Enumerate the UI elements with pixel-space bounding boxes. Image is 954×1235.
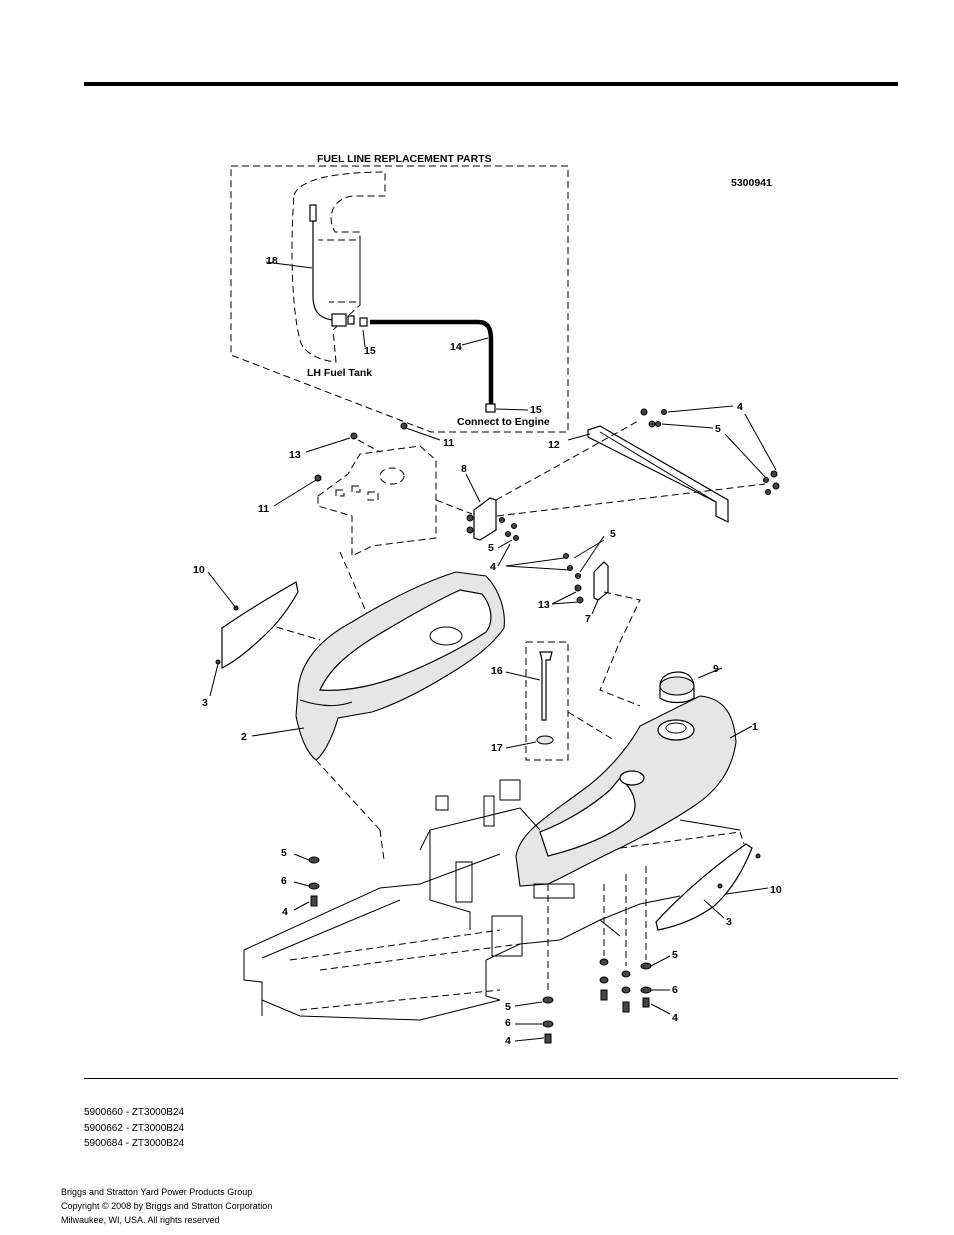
model-line: 5900684 - ZT3000B24 — [84, 1138, 185, 1149]
fuel-gauge-group: 16 17 — [491, 641, 615, 761]
callout-11-left: 11 — [258, 503, 269, 515]
fuel-line-inset: FUEL LINE REPLACEMENT PARTS 18 15 14 15 … — [230, 153, 569, 433]
footer-rule — [84, 1078, 898, 1079]
copyright-line: Copyright © 2008 by Briggs and Stratton … — [61, 1201, 273, 1211]
callout-2: 2 — [241, 731, 247, 743]
callout-18: 18 — [266, 255, 278, 267]
callout-16: 16 — [491, 665, 503, 677]
callout-6-lower-right: 6 — [672, 984, 678, 996]
drawing-number: 5300941 — [731, 177, 772, 189]
callout-6-lower-left: 6 — [281, 875, 287, 887]
callout-6-lower-center: 6 — [505, 1017, 511, 1029]
callout-11-upper: 11 — [443, 437, 454, 449]
header-rule — [84, 82, 898, 86]
copyright-footer: Briggs and Stratton Yard Power Products … — [61, 1185, 272, 1227]
callout-7: 7 — [585, 613, 591, 625]
model-line: 5900660 - ZT3000B24 — [84, 1107, 185, 1118]
connect-to-engine-label: Connect to Engine — [457, 416, 550, 428]
location-line: Milwaukee, WI, USA. All rights reserved — [61, 1215, 220, 1225]
lower-hardware: 5 6 4 5 6 4 5 6 4 — [281, 847, 678, 1047]
lh-fuel-tank-label: LH Fuel Tank — [307, 367, 372, 379]
callout-4-lower-right: 4 — [672, 1012, 678, 1024]
callout-1: 1 — [752, 721, 758, 733]
upper-panel: 13 11 11 — [258, 422, 454, 617]
model-line: 5900662 - ZT3000B24 — [84, 1122, 185, 1134]
model-list: 5900660 - ZT3000B24 5900662 - ZT3000B24 … — [84, 1105, 184, 1152]
callout-5-mid-right: 5 — [610, 528, 616, 540]
callout-13-mid: 13 — [538, 599, 550, 611]
callout-5-lower-left: 5 — [281, 847, 287, 859]
callout-9: 9 — [713, 663, 719, 675]
bracket-7: 5 13 7 — [505, 528, 641, 707]
callout-5-lower-right: 5 — [672, 949, 678, 961]
right-fuel-tank: 9 1 — [515, 663, 758, 887]
callout-4-mid-left: 4 — [490, 561, 496, 573]
inset-title: FUEL LINE REPLACEMENT PARTS — [317, 153, 492, 165]
chassis-frame — [243, 779, 745, 1021]
callout-5-top-right: 5 — [715, 423, 721, 435]
right-side-panel: 10 3 — [655, 843, 782, 931]
callout-10-right: 10 — [770, 884, 782, 896]
callout-15-inset-bottom: 15 — [530, 404, 542, 416]
bracket-bar: 12 4 5 — [495, 401, 780, 523]
left-fuel-tank: 2 — [241, 571, 505, 861]
callout-12: 12 — [548, 439, 560, 451]
callout-17: 17 — [491, 742, 503, 754]
callout-4-top-right: 4 — [737, 401, 743, 413]
callout-5-lower-center: 5 — [505, 1001, 511, 1013]
left-side-panel: 10 3 — [193, 564, 299, 709]
callout-4-lower-center: 4 — [505, 1035, 511, 1047]
callout-13-upper: 13 — [289, 449, 301, 461]
callout-15-inset-top: 15 — [364, 345, 376, 357]
callout-5-mid-left: 5 — [488, 542, 494, 554]
callout-10-left: 10 — [193, 564, 205, 576]
callout-8: 8 — [461, 463, 467, 475]
callout-14: 14 — [450, 341, 462, 353]
callout-3-left: 3 — [202, 697, 208, 709]
company-line: Briggs and Stratton Yard Power Products … — [61, 1187, 253, 1197]
bracket-8: 8 5 4 — [435, 463, 519, 573]
callout-3-right: 3 — [726, 916, 732, 928]
callout-4-lower-left: 4 — [282, 906, 288, 918]
